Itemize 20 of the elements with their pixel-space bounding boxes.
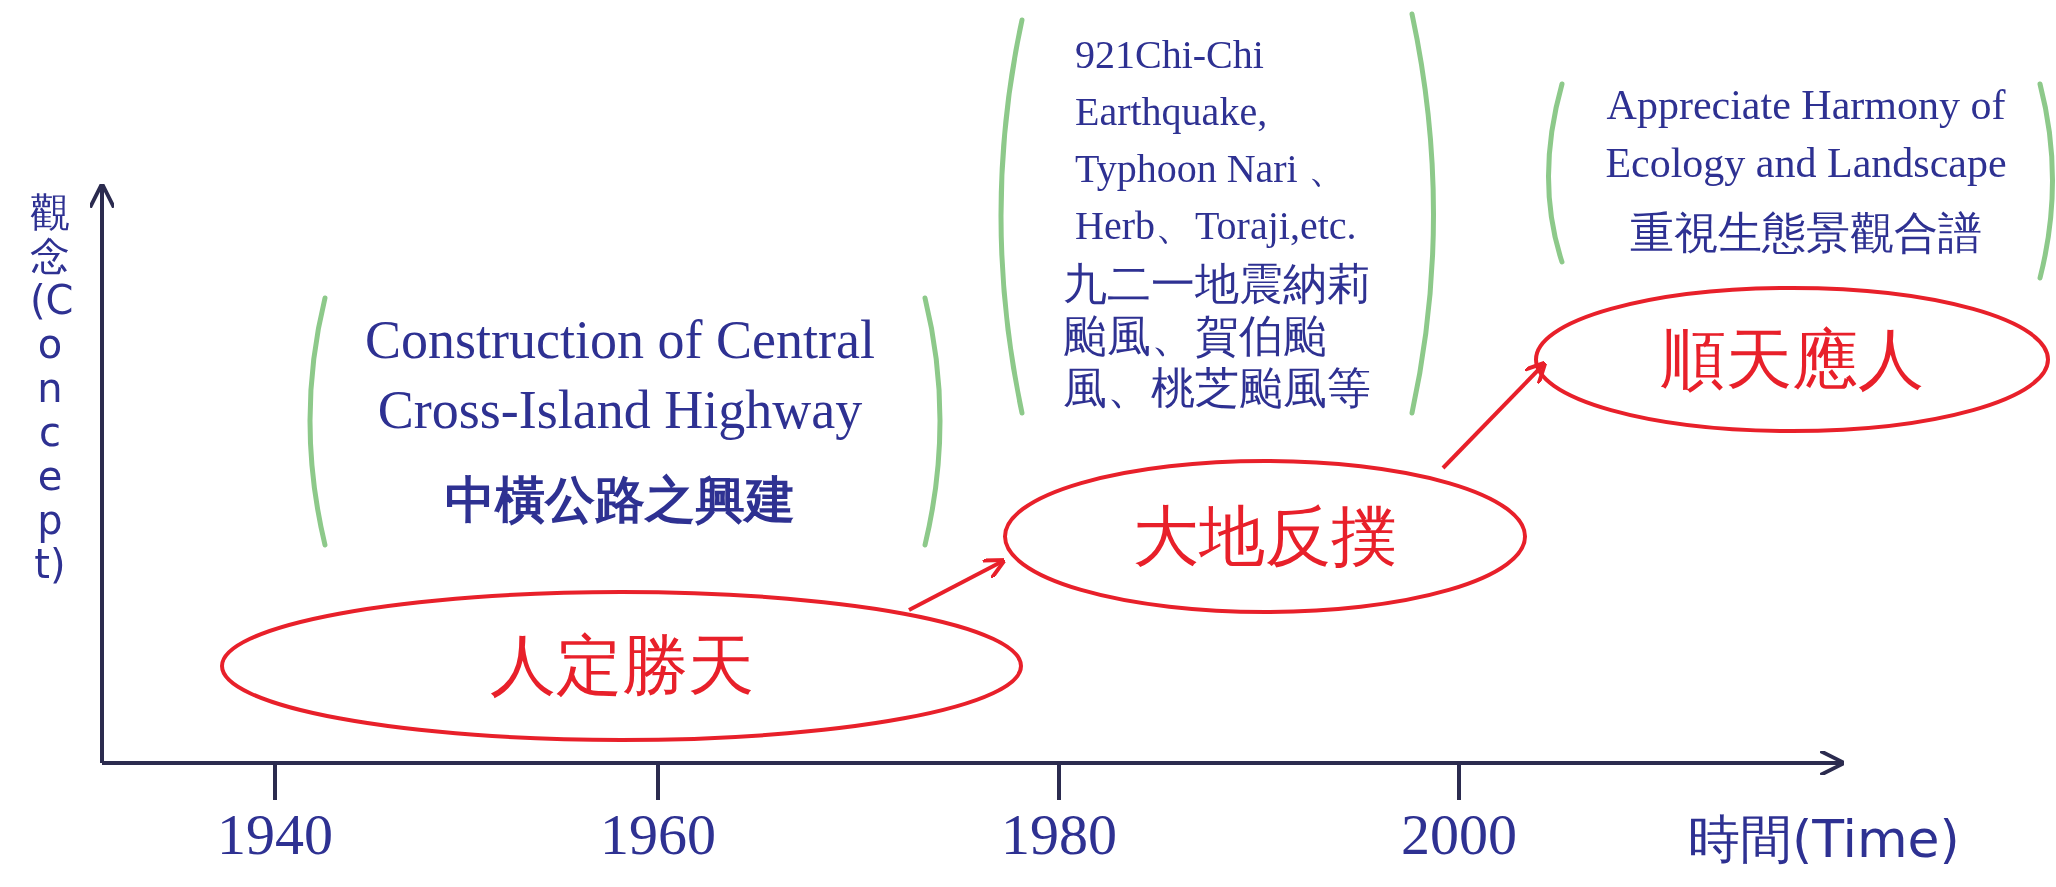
tick-label: 1980 (1001, 802, 1117, 867)
event-description: 921Chi-Chi Earthquake, Typhoon Nari 、 Herb、Toraji,etc. (1075, 32, 1357, 248)
ellipse-node (1003, 459, 1527, 614)
concept-description: 重視生態景觀合譜 (1630, 207, 1982, 258)
node-label: 順天應人 (1660, 319, 1924, 400)
axis-label: 觀念(Concept) (30, 190, 70, 586)
ellipse-node (220, 590, 1023, 742)
node-label: 大地反撲 (1133, 496, 1397, 577)
ellipse-node (1534, 286, 2050, 433)
concept-description: Appreciate Harmony of Ecology and Landscape (1605, 82, 2007, 186)
event-description: 九二一地震納莉颱風、賀伯颱風、桃芝颱風等 (1063, 258, 1371, 413)
tick-label: 2000 (1401, 802, 1517, 867)
arrow (908, 558, 1007, 612)
axis-label: 時間(Time) (1688, 809, 1960, 869)
tick-label: 1960 (600, 802, 716, 867)
tick-label: 1940 (217, 802, 333, 867)
event-description: 中橫公路之興建 (445, 471, 795, 529)
event-description: Construction of Central Cross-Island Highway (365, 310, 875, 440)
node-label: 人定勝天 (489, 626, 754, 706)
arrow (1441, 360, 1548, 470)
